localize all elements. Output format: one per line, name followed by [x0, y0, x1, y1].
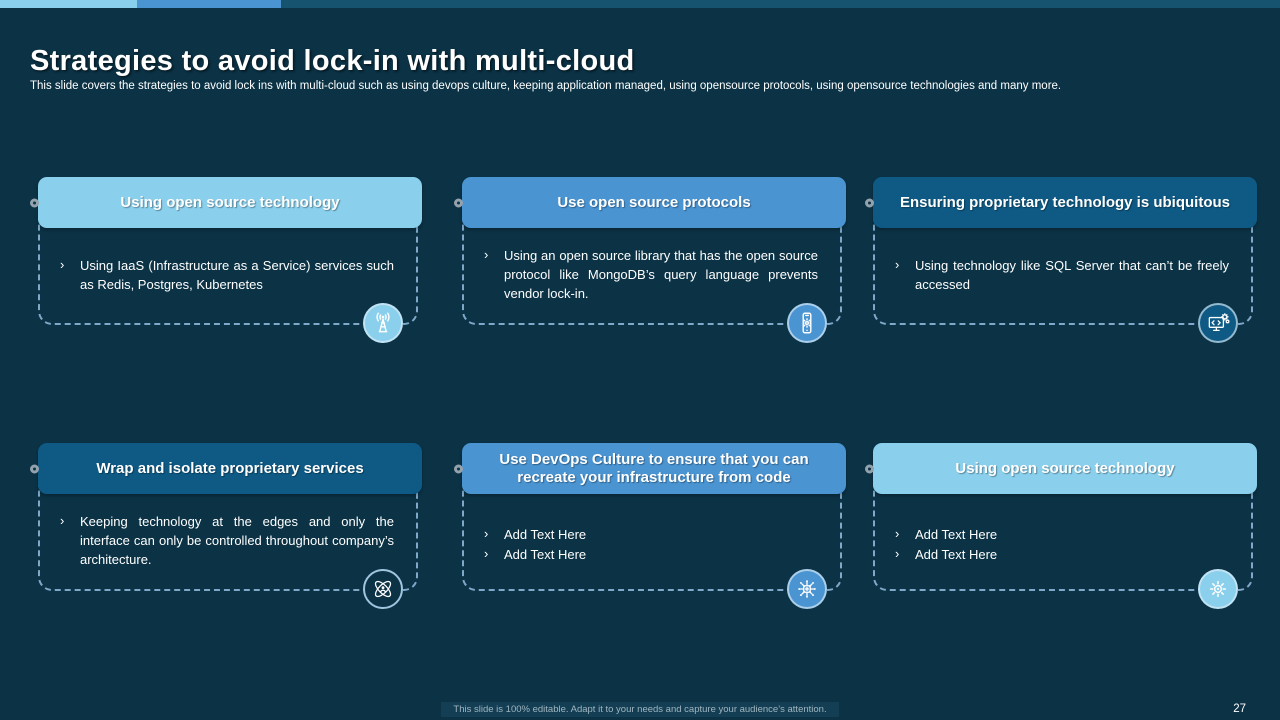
smartphone-touch-icon	[787, 303, 827, 343]
bullet-item: Add Text Here	[482, 545, 818, 565]
top-bar-segment-teal	[281, 0, 1280, 8]
network-hub-icon	[787, 569, 827, 609]
atom-user-icon	[363, 569, 403, 609]
strategy-card-devops-culture: Use DevOps Culture to ensure that you ca…	[454, 443, 846, 609]
connector-dot	[30, 198, 39, 207]
bullet-item: Using IaaS (Infrastructure as a Service)…	[58, 256, 394, 295]
connector-dot	[30, 464, 39, 473]
card-title: Ensuring proprietary technology is ubiqu…	[899, 193, 1231, 211]
card-header: Using open source technology	[30, 177, 422, 228]
page-title: Strategies to avoid lock-in with multi-c…	[30, 45, 635, 78]
connector-dot	[865, 198, 874, 207]
card-header: Wrap and isolate proprietary services	[30, 443, 422, 494]
card-title: Use open source protocols	[557, 193, 751, 211]
top-accent-bar	[0, 0, 1280, 8]
top-bar-segment-light	[0, 0, 137, 8]
strategy-card-proprietary-ubiquitous: Ensuring proprietary technology is ubiqu…	[865, 177, 1257, 343]
card-header: Ensuring proprietary technology is ubiqu…	[865, 177, 1257, 228]
card-header: Use open source protocols	[454, 177, 846, 228]
bullet-item: Add Text Here	[893, 545, 1229, 565]
footer-text: This slide is 100% editable. Adapt it to…	[441, 702, 839, 717]
card-body: Keeping technology at the edges and only…	[40, 496, 416, 573]
strategy-card-open-source-protocols: Use open source protocols Using an open …	[454, 177, 846, 343]
bullet-item: Add Text Here	[893, 525, 1229, 545]
footer-note: This slide is 100% editable. Adapt it to…	[0, 699, 1280, 717]
strategy-card-open-source-technology-2: Using open source technology Add Text He…	[865, 443, 1257, 609]
connector-dot	[454, 198, 463, 207]
card-body: Add Text Here Add Text Here	[464, 496, 840, 566]
card-body: Using technology like SQL Server that ca…	[875, 230, 1251, 298]
card-title: Wrap and isolate proprietary services	[96, 459, 364, 477]
card-header: Use DevOps Culture to ensure that you ca…	[454, 443, 846, 494]
broadcast-tower-icon	[363, 303, 403, 343]
monitor-code-gear-icon	[1198, 303, 1238, 343]
top-bar-segment-medium	[137, 0, 281, 8]
card-title: Use DevOps Culture to ensure that you ca…	[499, 450, 809, 486]
gear-icon	[1198, 569, 1238, 609]
card-header: Using open source technology	[865, 443, 1257, 494]
page-number: 27	[1233, 703, 1246, 715]
bullet-item: Keeping technology at the edges and only…	[58, 512, 394, 570]
strategy-card-wrap-isolate: Wrap and isolate proprietary services Ke…	[30, 443, 422, 609]
card-body: Add Text Here Add Text Here	[875, 496, 1251, 566]
card-body: Using IaaS (Infrastructure as a Service)…	[40, 230, 416, 298]
bullet-item: Using an open source library that has th…	[482, 246, 818, 304]
connector-dot	[865, 464, 874, 473]
card-title: Using open source technology	[120, 193, 340, 211]
bullet-item: Using technology like SQL Server that ca…	[893, 256, 1229, 295]
slide-subtitle: This slide covers the strategies to avoi…	[30, 80, 1062, 92]
connector-dot	[454, 464, 463, 473]
strategy-card-open-source-technology-1: Using open source technology Using IaaS …	[30, 177, 422, 343]
bullet-item: Add Text Here	[482, 525, 818, 545]
card-body: Using an open source library that has th…	[464, 230, 840, 307]
card-title: Using open source technology	[955, 459, 1175, 477]
